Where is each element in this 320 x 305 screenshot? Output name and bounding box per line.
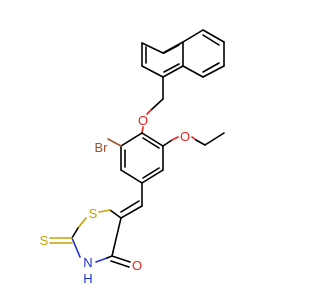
bond-double-inner	[202, 34, 220, 46]
bond-n-c4	[95, 257, 108, 263]
bond	[141, 42, 164, 54]
benzene-ring	[120, 132, 164, 184]
bond	[106, 255, 113, 259]
ring-sulfur-label: S	[89, 206, 98, 221]
bond-double-inner	[142, 167, 160, 179]
bond	[202, 29, 225, 43]
bond	[120, 132, 143, 147]
bond-double-inner	[120, 200, 140, 213]
rhodanine-ring	[71, 209, 122, 263]
nitrogen-hydrogen-label: H	[83, 271, 92, 286]
bond-o-ch2	[195, 139, 206, 146]
bond-to-s	[98, 209, 111, 213]
bond-o-ring	[141, 126, 144, 134]
bond-ch2-ch3	[204, 132, 225, 146]
bond-double-inner	[163, 44, 180, 54]
bond	[141, 132, 164, 147]
naphthalene-group	[141, 29, 225, 78]
bromine-label: Br	[95, 140, 109, 155]
bond	[141, 65, 164, 78]
bond-c4-c5	[111, 217, 122, 257]
molecule-canvas: Br O O S S N H O	[40, 29, 225, 286]
carbonyl-oxygen-label: O	[132, 258, 142, 273]
bond-c-o-double	[110, 260, 130, 268]
bond-o-part	[171, 136, 179, 141]
bond-c2-n	[71, 237, 81, 258]
bond	[182, 29, 204, 43]
bond	[71, 227, 79, 239]
bond-double-inner	[142, 137, 160, 149]
bond-double-inner	[163, 63, 180, 73]
bond-c-o-ethoxy	[162, 139, 173, 147]
ether-oxygen-label: O	[138, 113, 148, 128]
bond-ch-c5	[120, 205, 143, 219]
ethoxy-oxygen-label: O	[180, 129, 190, 144]
bond-o-part	[146, 109, 152, 115]
bond	[109, 209, 122, 219]
bond-ch2-o	[150, 98, 164, 111]
bond-double-inner	[202, 62, 220, 73]
bond	[162, 65, 184, 78]
bond-s-c2	[77, 217, 87, 229]
bond	[202, 65, 225, 78]
bond-c-o	[111, 255, 131, 263]
bond-o-part	[191, 136, 197, 141]
bond	[182, 65, 204, 78]
ring-nitrogen-label: N	[83, 255, 92, 270]
bond-c-br	[107, 138, 122, 147]
bond	[120, 169, 143, 184]
bond	[141, 169, 164, 184]
molecule-structure: Br O O S S N H O	[40, 29, 225, 286]
thioxo-sulfur-label: S	[40, 233, 49, 248]
